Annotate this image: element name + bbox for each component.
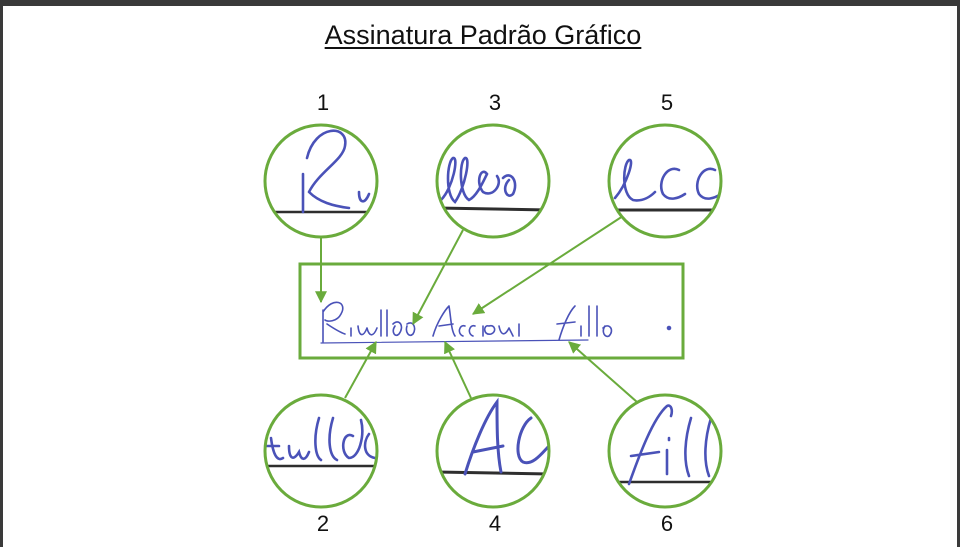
label-4: 4 (488, 511, 502, 536)
arrow-3 (412, 229, 464, 326)
arrow-2 (344, 340, 377, 399)
arrow-4 (444, 340, 472, 399)
page-title: Assinatura Padrão Gráfico (3, 20, 960, 51)
signature-image (320, 301, 672, 344)
arrows (315, 215, 638, 403)
arrow-5 (471, 215, 624, 315)
label-5: 5 (660, 90, 674, 115)
magnifier-3 (435, 123, 551, 239)
title-text: Assinatura Padrão Gráfico (324, 20, 642, 50)
magnifier-4 (435, 393, 551, 509)
label-2: 2 (316, 511, 330, 536)
signature-diagram (263, 123, 723, 509)
arrow-6 (568, 341, 638, 403)
magnifier-2 (263, 393, 379, 509)
label-3: 3 (488, 90, 502, 115)
magnifier-5 (607, 123, 723, 239)
label-1: 1 (316, 90, 330, 115)
magnifier-6 (607, 393, 723, 509)
signature-box (298, 262, 685, 360)
magnifier-1 (263, 123, 379, 239)
label-6: 6 (660, 511, 674, 536)
